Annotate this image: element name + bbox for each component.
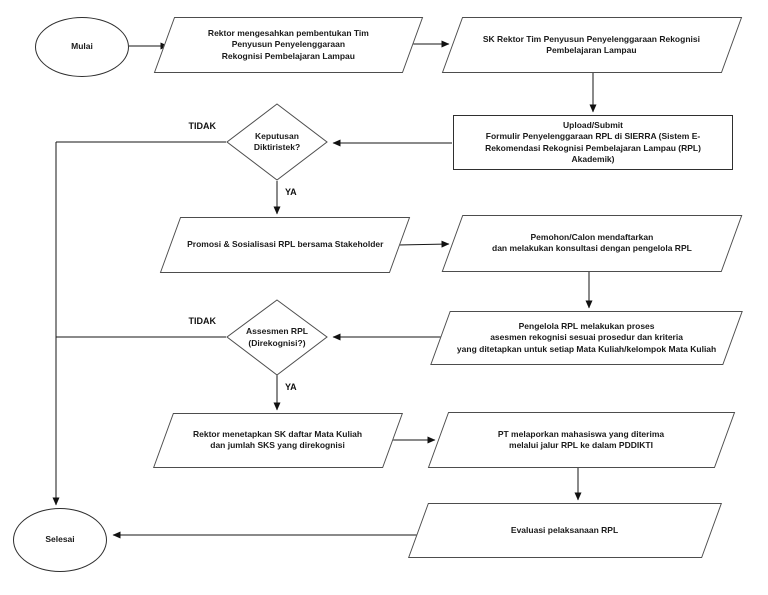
node-form-team: Rektor mengesahkan pembentukan Tim Penyu… bbox=[153, 17, 424, 73]
node-pengelola: Pengelola RPL melakukan proses asesmen r… bbox=[430, 311, 743, 365]
node-assesmen-decision: Assesmen RPL (Direkognisi?) bbox=[226, 299, 328, 376]
node-evaluasi: Evaluasi pelaksanaan RPL bbox=[407, 503, 723, 558]
diamond-shape bbox=[226, 103, 328, 181]
node-sk-matkul: Rektor menetapkan SK daftar Mata Kuliah … bbox=[152, 413, 404, 468]
branch-label-tidak-2: TIDAK bbox=[188, 316, 217, 326]
node-evaluasi-label: Evaluasi pelaksanaan RPL bbox=[511, 524, 619, 535]
branch-label-ya-2: YA bbox=[285, 382, 297, 392]
node-sk-rektor: SK Rektor Tim Penyusun Penyelenggaraan R… bbox=[441, 17, 743, 73]
node-keputusan-decision: Keputusan Diktiristek? bbox=[226, 103, 328, 181]
node-pengelola-label: Pengelola RPL melakukan proses asesmen r… bbox=[456, 320, 717, 354]
node-pemohon: Pemohon/Calon mendaftarkan dan melakukan… bbox=[441, 215, 743, 272]
node-upload-submit-label: Upload/Submit Formulir Penyelenggaraan R… bbox=[485, 119, 701, 164]
node-sk-rektor-label: SK Rektor Tim Penyusun Penyelenggaraan R… bbox=[483, 33, 701, 55]
node-form-team-label: Rektor mengesahkan pembentukan Tim Penyu… bbox=[208, 27, 369, 61]
node-assesmen-label: Assesmen RPL (Direkognisi?) bbox=[246, 326, 308, 348]
node-pddikti-label: PT melaporkan mahasiswa yang diterima me… bbox=[498, 428, 665, 450]
branch-label-ya-1: YA bbox=[285, 187, 297, 197]
node-sk-matkul-label: Rektor menetapkan SK daftar Mata Kuliah … bbox=[193, 429, 363, 451]
end-label: Selesai bbox=[45, 534, 75, 545]
node-keputusan-label: Keputusan Diktiristek? bbox=[253, 130, 301, 152]
node-promosi-label: Promosi & Sosialisasi RPL bersama Stakeh… bbox=[186, 239, 384, 250]
branch-label-tidak-1: TIDAK bbox=[188, 121, 217, 131]
node-pemohon-label: Pemohon/Calon mendaftarkan dan melakukan… bbox=[492, 232, 692, 254]
node-promosi: Promosi & Sosialisasi RPL bersama Stakeh… bbox=[159, 217, 411, 273]
edge-promosi-to-pemohon bbox=[397, 240, 450, 248]
diamond-shape bbox=[226, 299, 328, 376]
start-label: Mulai bbox=[71, 41, 93, 52]
start-terminator: Mulai bbox=[35, 17, 129, 77]
end-terminator: Selesai bbox=[13, 508, 107, 572]
node-upload-submit: Upload/Submit Formulir Penyelenggaraan R… bbox=[453, 115, 733, 170]
node-pddikti: PT melaporkan mahasiswa yang diterima me… bbox=[427, 412, 736, 468]
